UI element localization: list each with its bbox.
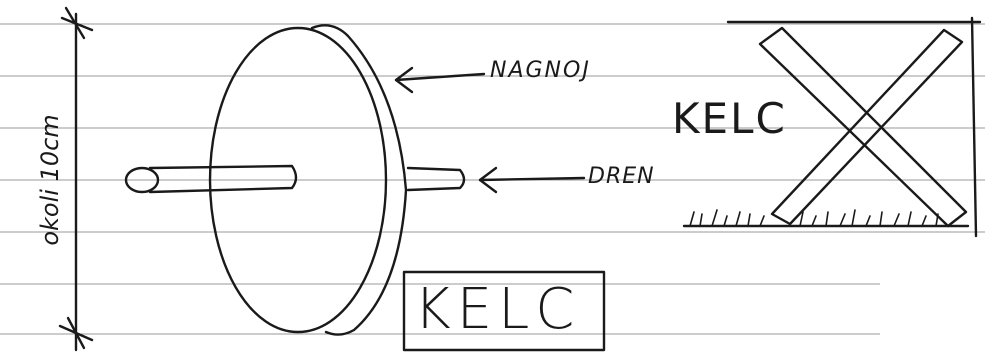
- label-dren: DREN: [588, 164, 655, 189]
- kelc-box-frame: [402, 270, 606, 352]
- label-nagnoj: NAGNOJ: [490, 58, 591, 83]
- dimension-line: [58, 6, 94, 352]
- drain-rod: [124, 164, 466, 194]
- crossed-planks: [682, 16, 982, 238]
- ruled-lines: [0, 23, 985, 335]
- pointer-arrows: [394, 66, 586, 194]
- label-kelc-side: KELC: [672, 94, 787, 143]
- label-dimension: okoli 10cm: [36, 114, 64, 246]
- abscess-disc: [208, 24, 408, 336]
- label-kelc-box: KELC: [414, 277, 581, 342]
